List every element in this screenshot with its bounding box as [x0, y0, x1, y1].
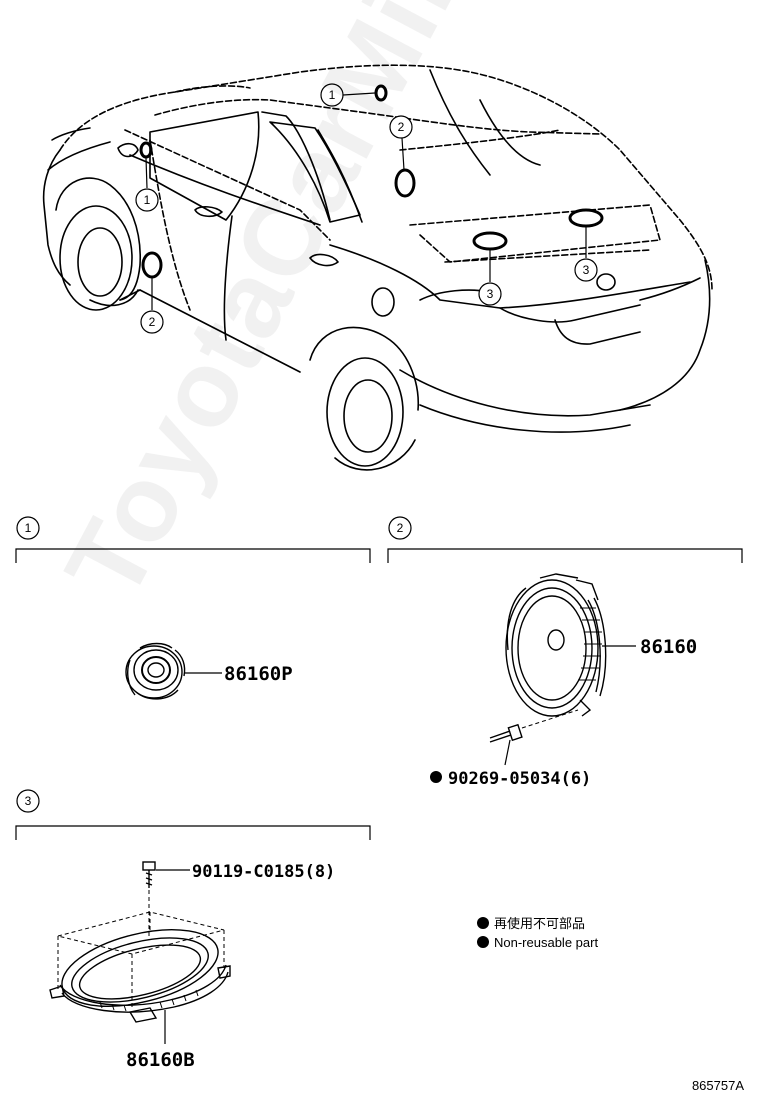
callout-3-left: 3	[487, 287, 494, 301]
ring-rear-shelf-right	[568, 208, 604, 228]
rear-screw-drawing	[142, 861, 156, 940]
speaker-location-rings	[139, 84, 604, 279]
callout-circles	[135, 83, 598, 334]
legend-marker-1	[477, 917, 489, 929]
legend-marker-2	[477, 936, 489, 948]
ring-front-tweeter	[139, 141, 153, 159]
rear-speaker-drawing	[49, 911, 231, 1023]
callout-leaders	[145, 92, 587, 310]
part-label-rear-speaker: 86160B	[126, 1049, 195, 1071]
section-3-number: 3	[25, 794, 32, 808]
section-3-circle	[16, 789, 40, 813]
part-label-front-speaker: 86160	[640, 636, 697, 658]
callout-3-right: 3	[583, 263, 590, 277]
ring-rear-door-speaker	[394, 168, 416, 198]
section-2-circle	[388, 516, 412, 540]
part-label-tweeter: 86160P	[224, 663, 293, 685]
section-2-number: 2	[397, 521, 404, 535]
car-illustration	[42, 64, 713, 471]
ring-rear-tweeter	[374, 84, 388, 102]
ring-rear-shelf-left	[472, 231, 508, 251]
section-brackets	[15, 548, 743, 840]
legend	[477, 917, 489, 948]
part-label-rear-screw: 90119-C0185(8)	[192, 862, 335, 882]
legend-label-english: Non-reusable part	[494, 935, 598, 950]
ring-front-door-speaker	[141, 251, 163, 279]
section-1-circle	[16, 516, 40, 540]
section-1-number: 1	[25, 521, 32, 535]
callout-1-front: 1	[144, 193, 151, 207]
nonreusable-marker-front-screw	[430, 771, 442, 783]
tweeter-drawing	[125, 642, 186, 700]
legend-label-japanese: 再使用不可部品	[494, 916, 585, 932]
callout-2-rear: 2	[398, 120, 405, 134]
callout-1-rear: 1	[329, 88, 336, 102]
front-speaker-drawing	[505, 573, 607, 717]
callout-2-front: 2	[149, 315, 156, 329]
front-speaker-screw	[489, 709, 579, 766]
part-label-front-screw: 90269-05034(6)	[448, 769, 591, 789]
figure-id: 865757A	[692, 1078, 744, 1093]
